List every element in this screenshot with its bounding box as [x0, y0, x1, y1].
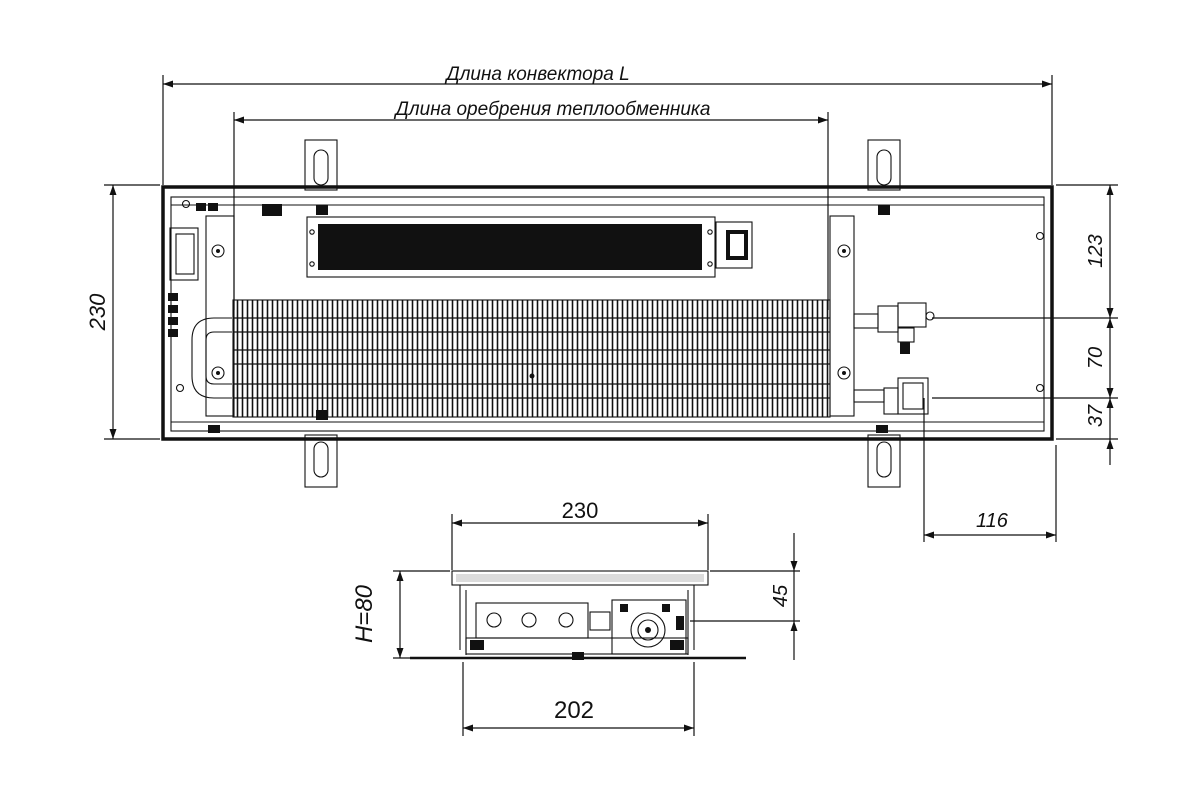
return-fitting — [853, 377, 929, 415]
left-end-frame — [205, 215, 235, 417]
fan-module — [306, 216, 716, 278]
mounting-bracket-bottom-right — [867, 434, 901, 488]
dim-70-label: 70 — [1085, 347, 1107, 369]
dim-45-label: 45 — [770, 584, 792, 607]
section-width-230-label: 230 — [562, 498, 599, 523]
dim-37-label: 37 — [1085, 404, 1107, 427]
height-230-label: 230 — [85, 293, 110, 331]
convector-housing — [161, 185, 1054, 441]
fin-length-label: Длина оребрения теплообменника — [394, 99, 711, 120]
left-terminal-block — [169, 227, 199, 281]
mounting-bracket-top-right — [867, 139, 901, 191]
left-connector-stack — [168, 293, 178, 337]
plan-view — [161, 139, 1054, 488]
section-fan — [611, 599, 687, 655]
u-bend-pipe — [191, 317, 232, 399]
mounting-bracket-top-left — [304, 139, 338, 191]
mounting-bracket-bottom-left — [304, 434, 338, 488]
section-exchanger — [475, 602, 589, 639]
dim-123-label: 123 — [1085, 234, 1107, 267]
exchanger-tubes — [233, 317, 830, 399]
plan-dimensions: Длина конвектора L Длина оребрения тепло… — [85, 64, 1118, 542]
convector-length-label: Длина конвектора L — [444, 64, 629, 85]
supply-valve — [853, 302, 935, 354]
section-height-label: H=80 — [351, 584, 378, 643]
section-dimensions: 230 H=80 45 202 — [351, 498, 800, 736]
section-view — [410, 570, 746, 660]
fan-connector — [715, 221, 753, 269]
section-grille-top — [451, 570, 709, 586]
right-end-frame — [829, 215, 855, 417]
dim-116-label: 116 — [976, 510, 1009, 532]
section-base-202-label: 202 — [554, 697, 594, 724]
housing-inner-frame — [170, 196, 1045, 432]
